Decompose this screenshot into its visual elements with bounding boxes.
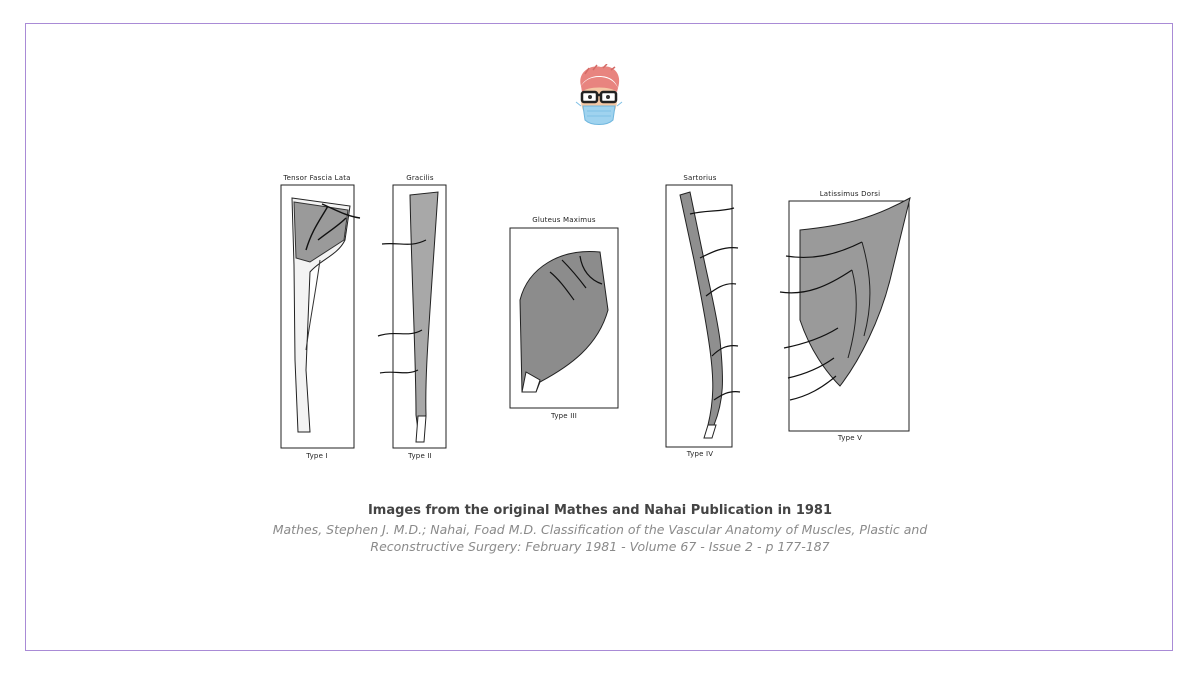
panel-type-4: Type IV (686, 450, 714, 458)
panel-title-2: Gracilis (406, 174, 434, 182)
panel-title-5: Latissimus Dorsi (819, 190, 881, 198)
panel-title-4: Sartorius (683, 174, 717, 182)
panel-frame-type-2 (392, 184, 447, 449)
slide-frame (25, 23, 1173, 651)
doctor-avatar-icon (575, 64, 623, 125)
figure-drawing (280, 184, 911, 449)
muscle-vascular-classification-figure: Tensor Fascia Lata Type I Gracilis Type … (250, 160, 950, 470)
panel-frame-type-1 (280, 184, 355, 449)
panel-title-1: Tensor Fascia Lata (283, 174, 351, 182)
panel-type-1: Type I (306, 452, 328, 460)
panel-frame-type-3 (509, 227, 619, 409)
panel-title-3: Gluteus Maximus (532, 216, 596, 224)
panel-frame-type-5 (788, 200, 910, 432)
panel-type-5: Type V (837, 434, 863, 442)
caption-title: Images from the original Mathes and Naha… (367, 503, 833, 518)
panel-frame-type-4 (665, 184, 733, 448)
panel-type-2: Type II (408, 452, 432, 460)
panel-type-3: Type III (550, 412, 578, 420)
caption-citation: Mathes, Stephen J. M.D.; Nahai, Foad M.D… (272, 522, 928, 554)
